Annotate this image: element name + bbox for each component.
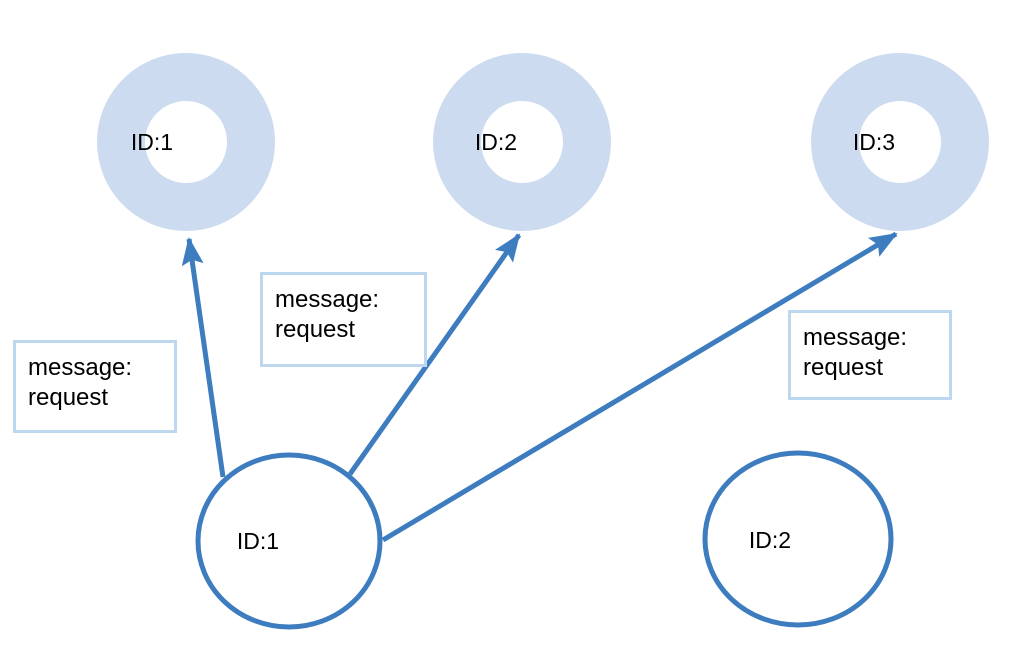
edge-label-2[interactable]: message: request <box>260 272 427 367</box>
bottom-node-2-label: ID:2 <box>749 527 791 553</box>
top-node-2-label: ID:2 <box>475 129 517 155</box>
edge-label-3[interactable]: message: request <box>788 310 952 400</box>
bottom-node-1[interactable] <box>195 452 383 630</box>
top-node-1-label: ID:1 <box>131 129 173 155</box>
arrow-request-1[interactable] <box>181 237 226 478</box>
top-node-1[interactable] <box>97 53 275 231</box>
edge-label-1[interactable]: message: request <box>13 340 177 433</box>
top-node-3-label: ID:3 <box>853 129 895 155</box>
bottom-node-1-label: ID:1 <box>237 528 279 554</box>
top-node-3[interactable] <box>811 53 989 231</box>
top-node-2[interactable] <box>433 53 611 231</box>
arrow-request-3[interactable] <box>381 231 898 543</box>
bottom-node-2[interactable] <box>702 450 894 628</box>
arrow-request-2[interactable] <box>347 233 522 476</box>
